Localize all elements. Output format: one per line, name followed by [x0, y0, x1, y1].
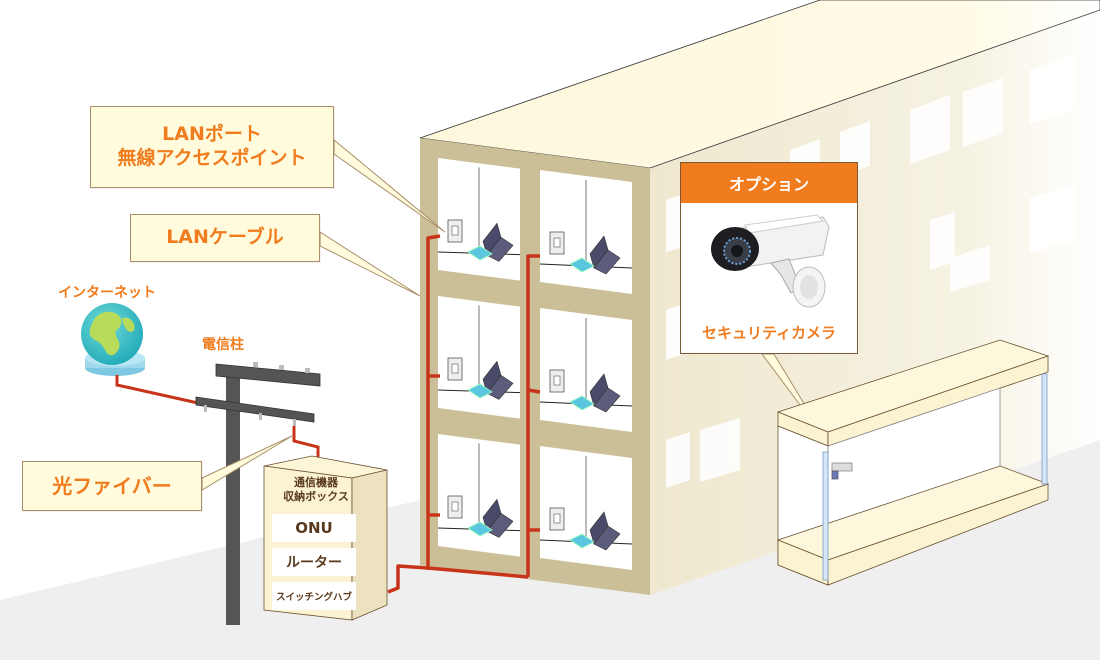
option-card: オプション セキュリティカメラ [680, 162, 858, 354]
room [437, 434, 521, 557]
tablet-icon [569, 533, 595, 549]
lan-cable-runs [387, 234, 541, 594]
callout-lan-cable-text: LANケーブル [166, 226, 284, 249]
equipment-slot-onu: ONU [272, 514, 356, 542]
room [539, 446, 633, 570]
lan-port-socket [451, 363, 459, 374]
laptop-icon [486, 236, 514, 262]
equipment-box [263, 455, 388, 621]
lan-port-socket [451, 501, 459, 512]
equipment-slot-router: ルーター [272, 548, 356, 576]
room [539, 170, 633, 294]
internet-globe-icon [81, 303, 145, 376]
laptop-icon [593, 249, 621, 275]
internet-label: インターネット [58, 285, 156, 301]
lan-port-socket [553, 375, 561, 386]
callout-lan-port: LANポート 無線アクセスポイント [90, 106, 334, 188]
lan-port-socket [553, 237, 561, 248]
option-card-header: オプション [681, 163, 857, 203]
tablet-icon [569, 395, 595, 411]
lan-port-socket [553, 513, 561, 524]
tablet-icon [569, 257, 595, 273]
tablet-icon [467, 521, 493, 537]
tablet-icon [467, 383, 493, 399]
building-rooms [437, 158, 633, 570]
lan-port-socket [451, 225, 459, 236]
internet-cable [115, 375, 199, 405]
laptop-icon [486, 374, 514, 400]
callout-lan-cable: LANケーブル [130, 214, 320, 262]
equipment-box-title: 通信機器 収納ボックス [270, 476, 362, 504]
tablet-icon [467, 245, 493, 261]
laptop-icon [593, 387, 621, 413]
equipment-slot-switching-hub: スイッチングハブ [272, 582, 356, 610]
callout-lan-port-line2: 無線アクセスポイント [117, 147, 307, 169]
building-roof [419, 0, 1100, 169]
callout-optical-fiber: 光ファイバー [22, 461, 202, 511]
callout-leaders [201, 138, 827, 491]
utility-pole [195, 362, 321, 625]
camera-showcase [776, 339, 1050, 586]
room [539, 308, 633, 432]
callout-optical-fiber-text: 光ファイバー [52, 473, 172, 498]
laptop-icon [486, 512, 514, 538]
room [437, 296, 521, 419]
laptop-icon [593, 525, 621, 551]
option-card-caption: セキュリティカメラ [701, 324, 837, 342]
equipment-box-title-line1: 通信機器 [294, 476, 338, 489]
callout-lan-port-line1: LANポート [162, 123, 262, 146]
equipment-box-title-line2: 収納ボックス [283, 489, 349, 503]
utility-pole-label: 電信柱 [202, 337, 244, 353]
security-camera-icon [711, 214, 830, 308]
room [437, 158, 521, 281]
